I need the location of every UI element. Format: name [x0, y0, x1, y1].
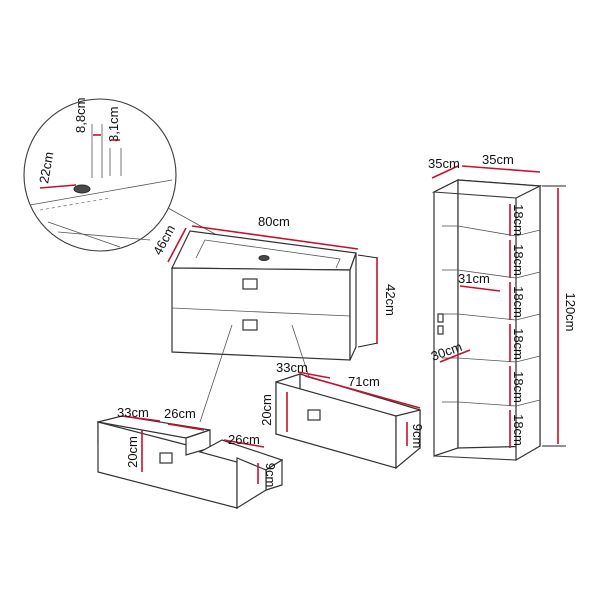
hole-width-label: 8,8cm	[73, 98, 88, 133]
shelf-gap-label: 18cm	[511, 244, 526, 276]
split-drawer-depth-right-dim	[167, 423, 205, 431]
hole-offset-label: 22cm	[36, 151, 56, 185]
tall-cabinet-width-label: 35cm	[482, 152, 514, 167]
full-drawer-inner-height-label: 9cm	[410, 424, 425, 449]
tall-cabinet-depth-dim	[431, 165, 459, 179]
hole-offset-dim-line	[39, 184, 77, 189]
shelf-gap-label: 18cm	[511, 414, 526, 446]
full-drawer-depth-label: 33cm	[276, 360, 308, 375]
split-drawer-height-label: 20cm	[125, 436, 140, 468]
tall-cabinet: 35cm 35cm 120cm 31cm 30cm 18cm 18cm 18cm…	[428, 152, 578, 462]
split-drawer-depth-left-label: 33cm	[117, 405, 149, 420]
drawer-handle-icon	[242, 278, 258, 290]
tall-cabinet-depth-label: 35cm	[428, 156, 460, 171]
sink-tap-hole-icon	[258, 255, 270, 261]
tap-hole-detail: 8,8cm 3,1cm 22cm	[23, 98, 263, 261]
tall-cabinet-inner-width-label: 31cm	[458, 271, 490, 286]
shelf-gap-label: 18cm	[511, 328, 526, 360]
cabinet-width-label: 80cm	[258, 214, 290, 229]
full-drawer-width-dim	[304, 375, 421, 409]
tall-cabinet-width-dim	[461, 165, 541, 173]
tall-cabinet-inner-width-dim	[459, 285, 501, 292]
split-drawer-inner-height-label: 9cm	[263, 463, 278, 488]
full-drawer-depth-dim	[297, 371, 331, 379]
shelf-gap-label: 18cm	[511, 286, 526, 318]
shelf-gap-label: 18cm	[511, 371, 526, 403]
cabinet-width-dim-line	[191, 225, 359, 250]
cabinet-depth-dim-line	[167, 227, 187, 263]
full-drawer: 33cm 71cm 20cm 9cm	[259, 360, 425, 470]
split-drawer-inner-depth-dim	[223, 439, 265, 448]
tap-hole-icon	[73, 184, 91, 194]
split-drawer-depth-left-dim	[121, 415, 161, 422]
hole-depth-label: 3,1cm	[106, 107, 121, 142]
drawer-handle-icon	[307, 409, 321, 421]
split-drawer-depth-right-label: 26cm	[164, 406, 196, 421]
split-drawer-inner-depth-label: 26cm	[228, 432, 260, 447]
drawer-handle-icon	[242, 319, 258, 331]
drawer-handle-icon	[159, 452, 173, 464]
split-drawer: 33cm 26cm 20cm 26cm 9cm	[97, 405, 284, 510]
full-drawer-height-label: 20cm	[259, 394, 274, 426]
sink-cabinet: 80cm 46cm 42cm	[150, 214, 398, 423]
tall-cabinet-inner-depth-dim	[439, 349, 471, 363]
full-drawer-width-label: 71cm	[348, 374, 380, 389]
tall-cabinet-height-label: 120cm	[563, 292, 578, 331]
cabinet-height-label: 42cm	[383, 284, 398, 316]
shelf-gap-label: 18cm	[511, 204, 526, 236]
hinge-icon	[437, 313, 444, 323]
hinge-icon	[437, 325, 444, 335]
